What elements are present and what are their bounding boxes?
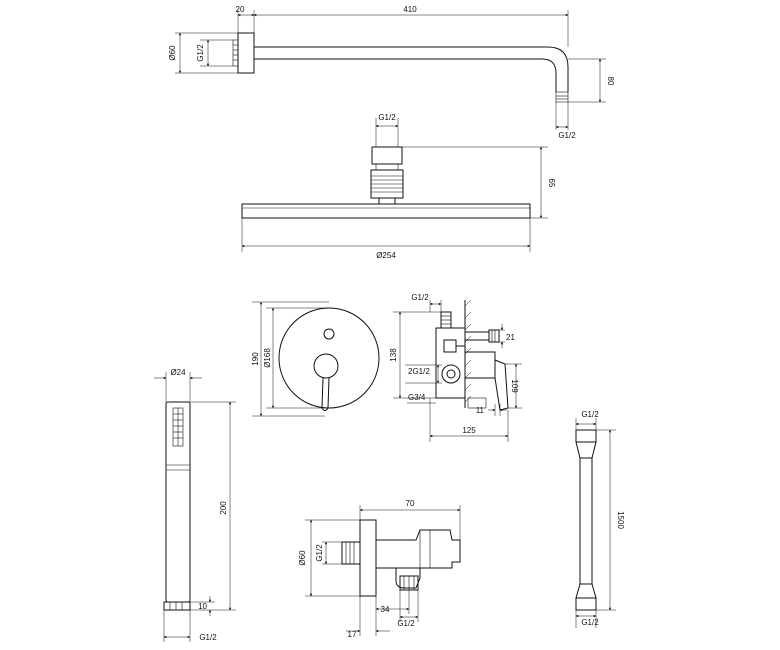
mixer-front-height: 190: [251, 352, 260, 366]
hand-shower-length: 200: [219, 501, 228, 515]
hand-shower-thread: G1/2: [199, 633, 217, 642]
hose-length: 1500: [616, 511, 625, 529]
hand-shower-drawing: Ø24 200 10 G1/2: [154, 368, 236, 642]
shower-arm-outlet-thread: G1/2: [558, 131, 576, 140]
shower-arm-length: 410: [403, 5, 417, 14]
mixer-side-outlets: 2G1/2: [408, 367, 430, 376]
rain-head-diameter: Ø254: [376, 251, 396, 260]
rain-head-height: 65: [547, 179, 556, 188]
wall-elbow-flange-diameter: Ø60: [298, 550, 307, 566]
rain-head-inlet-thread: G1/2: [378, 113, 396, 122]
shower-arm-flange-diameter: Ø60: [168, 45, 177, 61]
hand-shower-thread-length: 10: [198, 602, 207, 611]
mixer-side-lever-offset: 11: [476, 406, 485, 415]
mixer-side-depth: 138: [389, 348, 398, 362]
shower-arm-drop-height: 80: [606, 77, 615, 86]
wall-elbow-drawing: 70 Ø60 G1/2 34 17 G1/2: [298, 499, 461, 639]
wall-elbow-outlet-offset: 34: [381, 605, 390, 614]
shower-arm-inlet-thread: G1/2: [196, 44, 205, 62]
rain-head-drawing: G1/2 65 Ø254: [241, 113, 556, 260]
hand-shower-diameter: Ø24: [170, 368, 186, 377]
mixer-side-inlet-thread: G3/4: [408, 393, 426, 402]
wall-elbow-outlet-thread: G1/2: [397, 619, 415, 628]
shower-arm-flange-width: 20: [236, 5, 245, 14]
shower-arm-drawing: 20 410 Ø60 G1/2 80 G1/2: [168, 5, 615, 140]
mixer-front-plate-diameter: Ø168: [263, 348, 272, 368]
mixer-front-drawing: 190 Ø168: [251, 301, 380, 417]
mixer-side-offset: 21: [506, 333, 515, 342]
hose-top-thread: G1/2: [581, 410, 599, 419]
wall-elbow-inlet-thread: G1/2: [315, 544, 324, 562]
hose-bottom-thread: G1/2: [581, 618, 599, 627]
mixer-side-outlet-thread: G1/2: [411, 293, 429, 302]
wall-elbow-length: 70: [406, 499, 415, 508]
mixer-side-width: 125: [462, 426, 476, 435]
mixer-side-drawing: G1/2 138 21 2G1/2 109 G3/4 11 125: [389, 293, 522, 442]
wall-elbow-flange-depth: 17: [348, 630, 357, 639]
hose-drawing: G1/2 1500 G1/2: [575, 410, 625, 628]
mixer-side-lever-length: 109: [510, 379, 519, 393]
